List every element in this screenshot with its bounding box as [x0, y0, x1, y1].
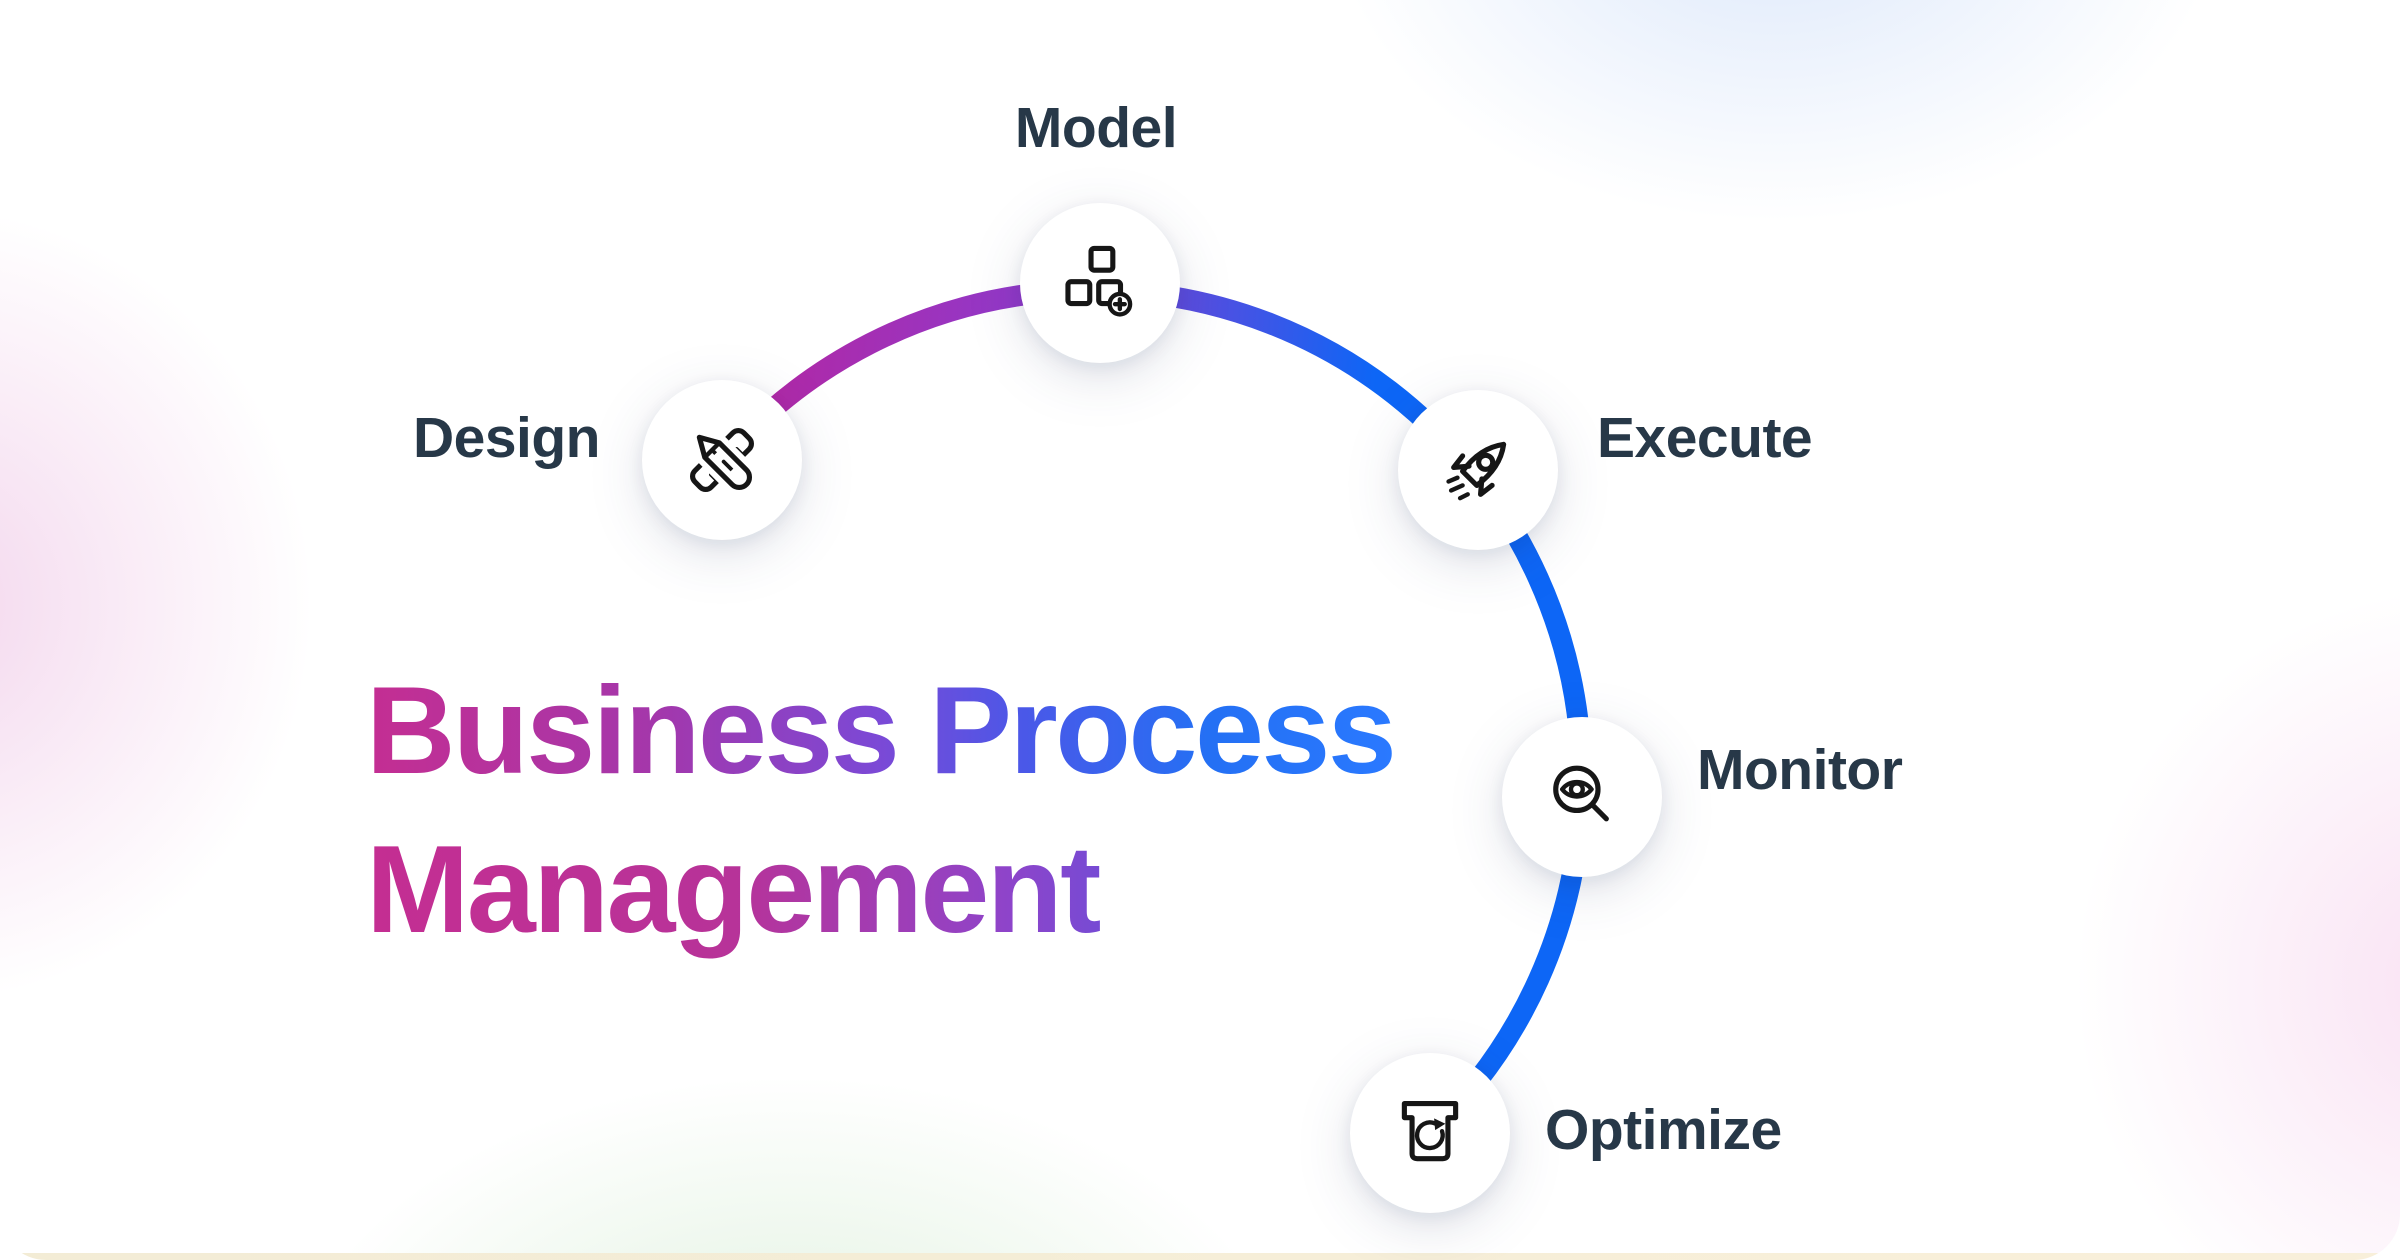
step-label-design: Design — [412, 406, 601, 470]
step-label-model: Model — [1014, 96, 1178, 160]
step-label-optimize: Optimize — [1545, 1098, 1782, 1162]
step-label-execute: Execute — [1597, 406, 1813, 470]
step-node-monitor — [1502, 717, 1662, 877]
title-line-2: Management — [366, 811, 1394, 970]
blocks-plus-icon — [1065, 245, 1133, 317]
step-node-execute — [1398, 390, 1558, 550]
bottom-accent-strip — [0, 1253, 2400, 1260]
press-refresh-icon — [1401, 1100, 1459, 1162]
step-node-design — [642, 380, 802, 540]
step-node-optimize — [1350, 1053, 1510, 1213]
rocket-icon — [1446, 441, 1507, 501]
step-node-model — [1020, 203, 1180, 363]
step-label-monitor: Monitor — [1697, 738, 1903, 802]
eye-magnifier-icon — [1553, 765, 1609, 822]
title-line-1: Business Process — [366, 652, 1397, 811]
page-title: Business Process Management — [366, 652, 1397, 970]
pencil-ruler-icon — [690, 428, 758, 496]
